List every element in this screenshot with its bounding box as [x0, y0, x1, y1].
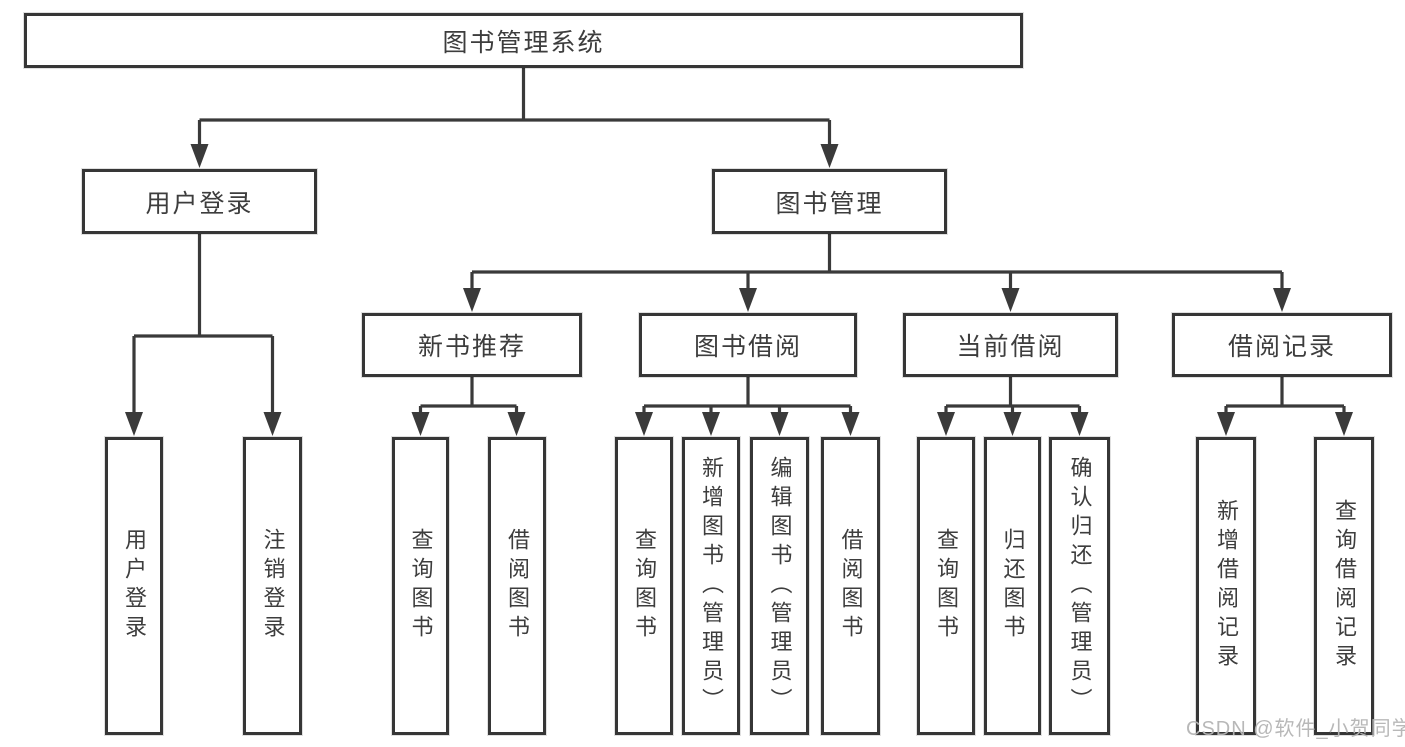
leaf-logout: 注销登录	[243, 437, 302, 735]
leaf-confirm-return-admin: 确认归还（管理员）	[1049, 437, 1110, 735]
node-book-management-label: 图书管理	[775, 189, 884, 218]
edge-root-trunk	[199, 68, 830, 122]
leaf-return-books-label: 归还图书	[1000, 528, 1026, 644]
leaf-borrow-books-recommend: 借阅图书	[488, 437, 546, 735]
leaf-borrow-books-recommend-label: 借阅图书	[505, 528, 530, 644]
leaf-query-books-current: 查询图书	[917, 437, 975, 735]
leaf-borrow-books: 借阅图书	[821, 437, 880, 735]
leaf-query-books-borrow: 查询图书	[615, 437, 673, 735]
node-book-borrow: 图书借阅	[639, 313, 857, 377]
node-borrow-records-label: 借阅记录	[1227, 333, 1336, 361]
leaf-add-books-admin: 新增图书（管理员）	[682, 437, 740, 735]
leaf-query-books-borrow-label: 查询图书	[632, 528, 657, 644]
node-root-system: 图书管理系统	[24, 13, 1023, 68]
leaf-confirm-return-admin-label: 确认归还（管理员）	[1067, 455, 1093, 717]
leaf-add-borrow-record: 新增借阅记录	[1196, 437, 1256, 735]
edge-cb-trunk	[946, 377, 1080, 408]
leaf-edit-books-admin-label: 编辑图书（管理员）	[767, 455, 793, 717]
node-new-book-recommend: 新书推荐	[362, 313, 582, 377]
leaf-borrow-books-label: 借阅图书	[838, 528, 864, 644]
node-book-borrow-label: 图书借阅	[693, 333, 802, 361]
edge-bm-trunk	[472, 234, 1282, 274]
leaf-add-borrow-record-label: 新增借阅记录	[1214, 499, 1239, 673]
node-borrow-records: 借阅记录	[1172, 313, 1392, 377]
leaf-edit-books-admin: 编辑图书（管理员）	[750, 437, 809, 735]
node-user-login-label: 用户登录	[145, 189, 254, 218]
leaf-add-books-admin-label: 新增图书（管理员）	[699, 455, 724, 717]
node-current-borrow-label: 当前借阅	[956, 333, 1065, 361]
leaf-query-borrow-record: 查询借阅记录	[1314, 437, 1374, 735]
leaf-return-books: 归还图书	[984, 437, 1041, 735]
edge-ul-trunk	[134, 234, 273, 338]
leaf-query-books-recommend: 查询图书	[392, 437, 449, 735]
node-current-borrow: 当前借阅	[903, 313, 1118, 377]
edge-bb-trunk	[644, 377, 851, 408]
edge-br-trunk	[1226, 377, 1344, 408]
leaf-query-borrow-record-label: 查询借阅记录	[1332, 499, 1357, 673]
edge-nb-trunk	[420, 377, 517, 408]
node-user-login: 用户登录	[82, 169, 317, 234]
leaf-user-login: 用户登录	[105, 437, 163, 735]
node-new-book-recommend-label: 新书推荐	[417, 333, 526, 361]
leaf-logout-label: 注销登录	[260, 528, 286, 644]
leaf-query-books-recommend-label: 查询图书	[408, 528, 434, 644]
leaf-query-books-current-label: 查询图书	[934, 528, 959, 644]
leaf-user-login-label: 用户登录	[122, 528, 147, 644]
csdn-watermark: CSDN @软件_小贺同学	[1186, 718, 1405, 740]
node-book-management: 图书管理	[712, 169, 947, 234]
node-root-label: 图书管理系统	[442, 28, 605, 57]
